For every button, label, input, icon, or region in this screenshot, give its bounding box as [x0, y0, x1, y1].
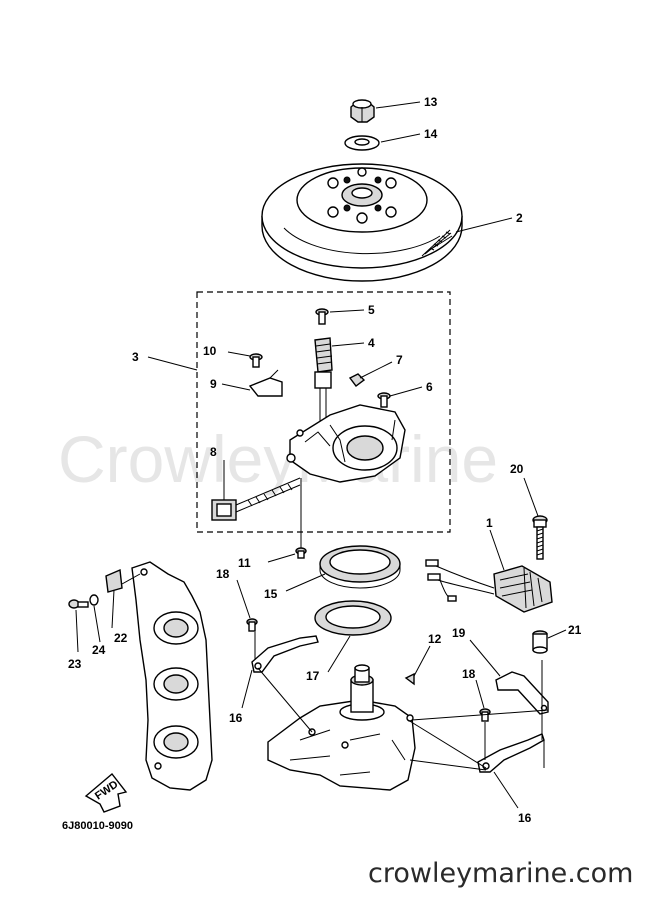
part-21-collar[interactable] — [532, 630, 548, 654]
callout-5: 5 — [368, 303, 375, 317]
part-20-bolt[interactable] — [532, 515, 548, 560]
diagram-code: 6J80010-9090 — [62, 820, 133, 832]
stator-assembly-box — [196, 291, 451, 533]
part-4-pulser-coil[interactable] — [314, 337, 333, 430]
part-5-screw[interactable] — [315, 308, 329, 325]
callout-12: 12 — [428, 632, 442, 646]
part-1-cdi-unit[interactable] — [425, 559, 553, 613]
part-12-woodruff-key[interactable] — [404, 672, 415, 686]
part-24-washer[interactable] — [89, 594, 99, 606]
watermark: CrowleyMarine — [58, 422, 498, 496]
part-15-ring[interactable] — [319, 545, 401, 589]
callout-14: 14 — [424, 127, 438, 141]
callout-1: 1 — [486, 516, 493, 530]
part-22-clip[interactable] — [105, 568, 123, 593]
callout-9: 9 — [210, 377, 217, 391]
part-14-washer[interactable] — [344, 135, 380, 151]
callout-19: 19 — [452, 626, 466, 640]
part-16-bracket-right[interactable] — [477, 733, 545, 773]
callout-3: 3 — [132, 350, 139, 364]
part-8-lead-wire[interactable] — [211, 477, 301, 521]
leader-lines — [75, 101, 567, 809]
crankcase-housing — [267, 664, 416, 791]
callout-24: 24 — [92, 643, 106, 657]
callout-10: 10 — [203, 344, 217, 358]
callout-18-right: 18 — [462, 667, 476, 681]
part-16-bracket-left[interactable] — [251, 635, 319, 673]
part-10-screw[interactable] — [249, 353, 263, 368]
part-18-screw-left[interactable] — [246, 618, 258, 632]
callout-23: 23 — [68, 657, 82, 671]
callout-8: 8 — [210, 445, 217, 459]
part-6-screw[interactable] — [377, 392, 391, 408]
fwd-direction-arrow: FWD — [84, 772, 128, 813]
part-17-ring[interactable] — [314, 600, 392, 636]
callout-7: 7 — [396, 353, 403, 367]
footer-site: crowleymarine.com — [368, 858, 633, 889]
callout-13: 13 — [424, 95, 438, 109]
part-13-flywheel-nut[interactable] — [350, 99, 375, 123]
part-2-flywheel[interactable] — [261, 163, 463, 282]
callout-16-left: 16 — [229, 711, 243, 725]
callout-17: 17 — [306, 669, 320, 683]
callout-16-right: 16 — [518, 811, 532, 825]
callout-20: 20 — [510, 462, 524, 476]
exhaust-cover — [131, 561, 213, 791]
part-11-bolt[interactable] — [295, 547, 307, 559]
callout-6: 6 — [426, 380, 433, 394]
stator-base-plate[interactable] — [286, 404, 406, 483]
callout-11: 11 — [238, 556, 251, 570]
callout-15: 15 — [264, 587, 278, 601]
part-9-bracket[interactable] — [248, 369, 283, 397]
part-23-screw[interactable] — [68, 599, 89, 609]
part-18-screw-right[interactable] — [479, 708, 491, 722]
part-7-clamp[interactable] — [348, 373, 366, 387]
callout-4: 4 — [368, 336, 375, 350]
callout-2: 2 — [516, 211, 523, 225]
part-19-bracket[interactable] — [495, 671, 549, 715]
callout-18-left: 18 — [216, 567, 230, 581]
callout-labels: 1 2 3 4 5 6 7 8 9 10 11 12 13 14 15 16 1… — [68, 95, 582, 825]
callout-21: 21 — [568, 623, 582, 637]
callout-22: 22 — [114, 631, 128, 645]
